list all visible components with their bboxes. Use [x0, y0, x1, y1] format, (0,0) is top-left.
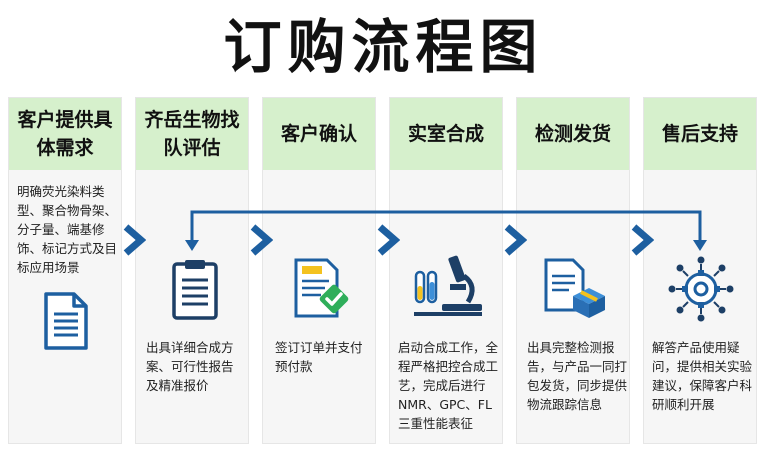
step-description: 签订订单并支付预付款 [275, 340, 363, 374]
step-card-6: 售后支持 [643, 97, 757, 444]
step-heading: 客户确认 [263, 98, 375, 170]
chevron-right-icon [631, 224, 654, 256]
step-description: 解答产品使用疑问，提供相关实验建议，保障客户科研顺利开展 [652, 340, 753, 412]
step-heading: 售后支持 [644, 98, 756, 170]
document-icon [44, 292, 88, 350]
report-package-icon [544, 258, 605, 318]
step-card-4: 实室合成 启动合成工作，全程严格把控合成工艺，完成后进行NMR、GPC、FL三重… [389, 97, 503, 444]
loop-arrow-right-icon [693, 240, 707, 251]
microscope-icon [414, 255, 482, 316]
step-card-5: 检测发货 出具完整检测报告，与产品一同打包发货，同步提供物流跟踪信息 [516, 97, 630, 444]
step-card-2: 齐岳生物找队评估 出具详细合成方案、可行性报告及精准报价 [135, 97, 249, 444]
step-card-1: 客户提供具体需求 明确荧光染料类型、聚合物骨架、分子量、端基修饰、标记方式及目标… [8, 97, 122, 444]
step-description: 启动合成工作，全程严格把控合成工艺，完成后进行NMR、GPC、FL三重性能表征 [398, 340, 499, 431]
step-heading: 客户提供具体需求 [9, 98, 121, 170]
step-description: 出具完整检测报告，与产品一同打包发货，同步提供物流跟踪信息 [527, 340, 628, 412]
chevron-right-icon [377, 224, 400, 256]
signed-contract-icon [294, 258, 349, 318]
step-description: 出具详细合成方案、可行性报告及精准报价 [146, 340, 234, 393]
step-description: 明确荧光染料类型、聚合物骨架、分子量、端基修饰、标记方式及目标应用场景 [17, 184, 118, 275]
step-heading: 齐岳生物找队评估 [136, 98, 248, 170]
loop-arrow-left-icon [185, 240, 199, 251]
chevron-right-icon [250, 224, 273, 256]
gear-network-icon [668, 256, 734, 322]
step-heading: 检测发货 [517, 98, 629, 170]
chevron-right-icon [123, 224, 146, 256]
clipboard-icon [172, 260, 218, 320]
chevron-right-icon [504, 224, 527, 256]
step-card-3: 客户确认 签订订单并支付预付款 [262, 97, 376, 444]
page-title: 订购流程图 [223, 13, 544, 81]
step-heading: 实室合成 [390, 98, 502, 170]
